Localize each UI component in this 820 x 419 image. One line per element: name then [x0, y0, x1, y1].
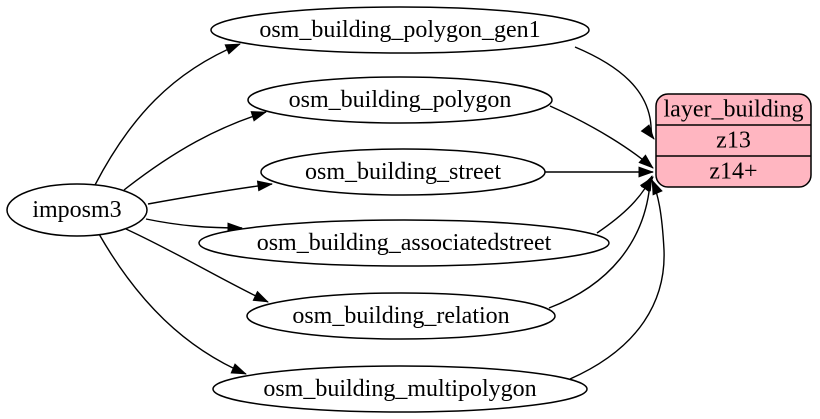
node-osm_building_street: osm_building_street [260, 148, 546, 196]
nodes-layer: imposm3 osm_building_polygon_gen1 osm_buil… [6, 6, 812, 413]
imposm3-shape [6, 183, 148, 237]
layer_building-row-label: z13 [716, 128, 751, 154]
edge-imposm3-to-osm_building_relation [125, 228, 269, 303]
osm_building_relation-shape [246, 292, 556, 340]
edge-osm_building_multipolygon-to-layer_building-z14+ [569, 179, 665, 380]
imposm3-label: imposm3 [32, 197, 121, 223]
node-osm_building_polygon: osm_building_polygon [247, 76, 553, 124]
osm_building_relation-label: osm_building_relation [292, 303, 509, 329]
edge-imposm3-to-osm_building_polygon_gen1 [94, 43, 241, 186]
edge-imposm3-to-osm_building_multipolygon [98, 233, 247, 375]
node-osm_building_multipolygon: osm_building_multipolygon [212, 365, 588, 413]
edge-osm_building_associatedstreet-to-layer_building-z14+ [596, 175, 653, 234]
edge-imposm3-to-osm_building_street [147, 180, 273, 205]
osm_building_multipolygon-label: osm_building_multipolygon [263, 376, 536, 402]
edge-imposm3-to-osm_building_associatedstreet [145, 218, 243, 234]
osm_building_polygon_gen1-label: osm_building_polygon_gen1 [259, 17, 540, 43]
node-osm_building_polygon_gen1: osm_building_polygon_gen1 [210, 6, 590, 54]
layer_building-row-label: z14+ [709, 159, 757, 185]
osm_building_associatedstreet-label: osm_building_associatedstreet [257, 230, 552, 256]
layer_building-row-label: layer_building [664, 97, 804, 123]
osm_building_multipolygon-shape [212, 365, 588, 413]
node-layer_building: layer_building z13 z14+ [655, 93, 812, 188]
node-imposm3: imposm3 [6, 183, 148, 237]
edge-imposm3-to-osm_building_polygon [123, 111, 267, 191]
edges-layer [94, 43, 665, 380]
edge-osm_building_polygon-to-layer_building-z14+ [549, 105, 654, 169]
edge-osm_building_relation-to-layer_building-z14+ [548, 176, 654, 309]
layer_building-shape [655, 93, 812, 188]
node-osm_building_associatedstreet: osm_building_associatedstreet [198, 219, 610, 267]
edge-osm_building_polygon_gen1-to-layer_building-z13 [574, 46, 655, 140]
osm_building_street-shape [260, 148, 546, 196]
osm_building_street-label: osm_building_street [305, 159, 501, 185]
node-osm_building_relation: osm_building_relation [246, 292, 556, 340]
osm_building_associatedstreet-shape [198, 219, 610, 267]
osm_building_polygon-label: osm_building_polygon [289, 87, 512, 113]
osm_building_polygon-shape [247, 76, 553, 124]
osm_building_polygon_gen1-shape [210, 6, 590, 54]
